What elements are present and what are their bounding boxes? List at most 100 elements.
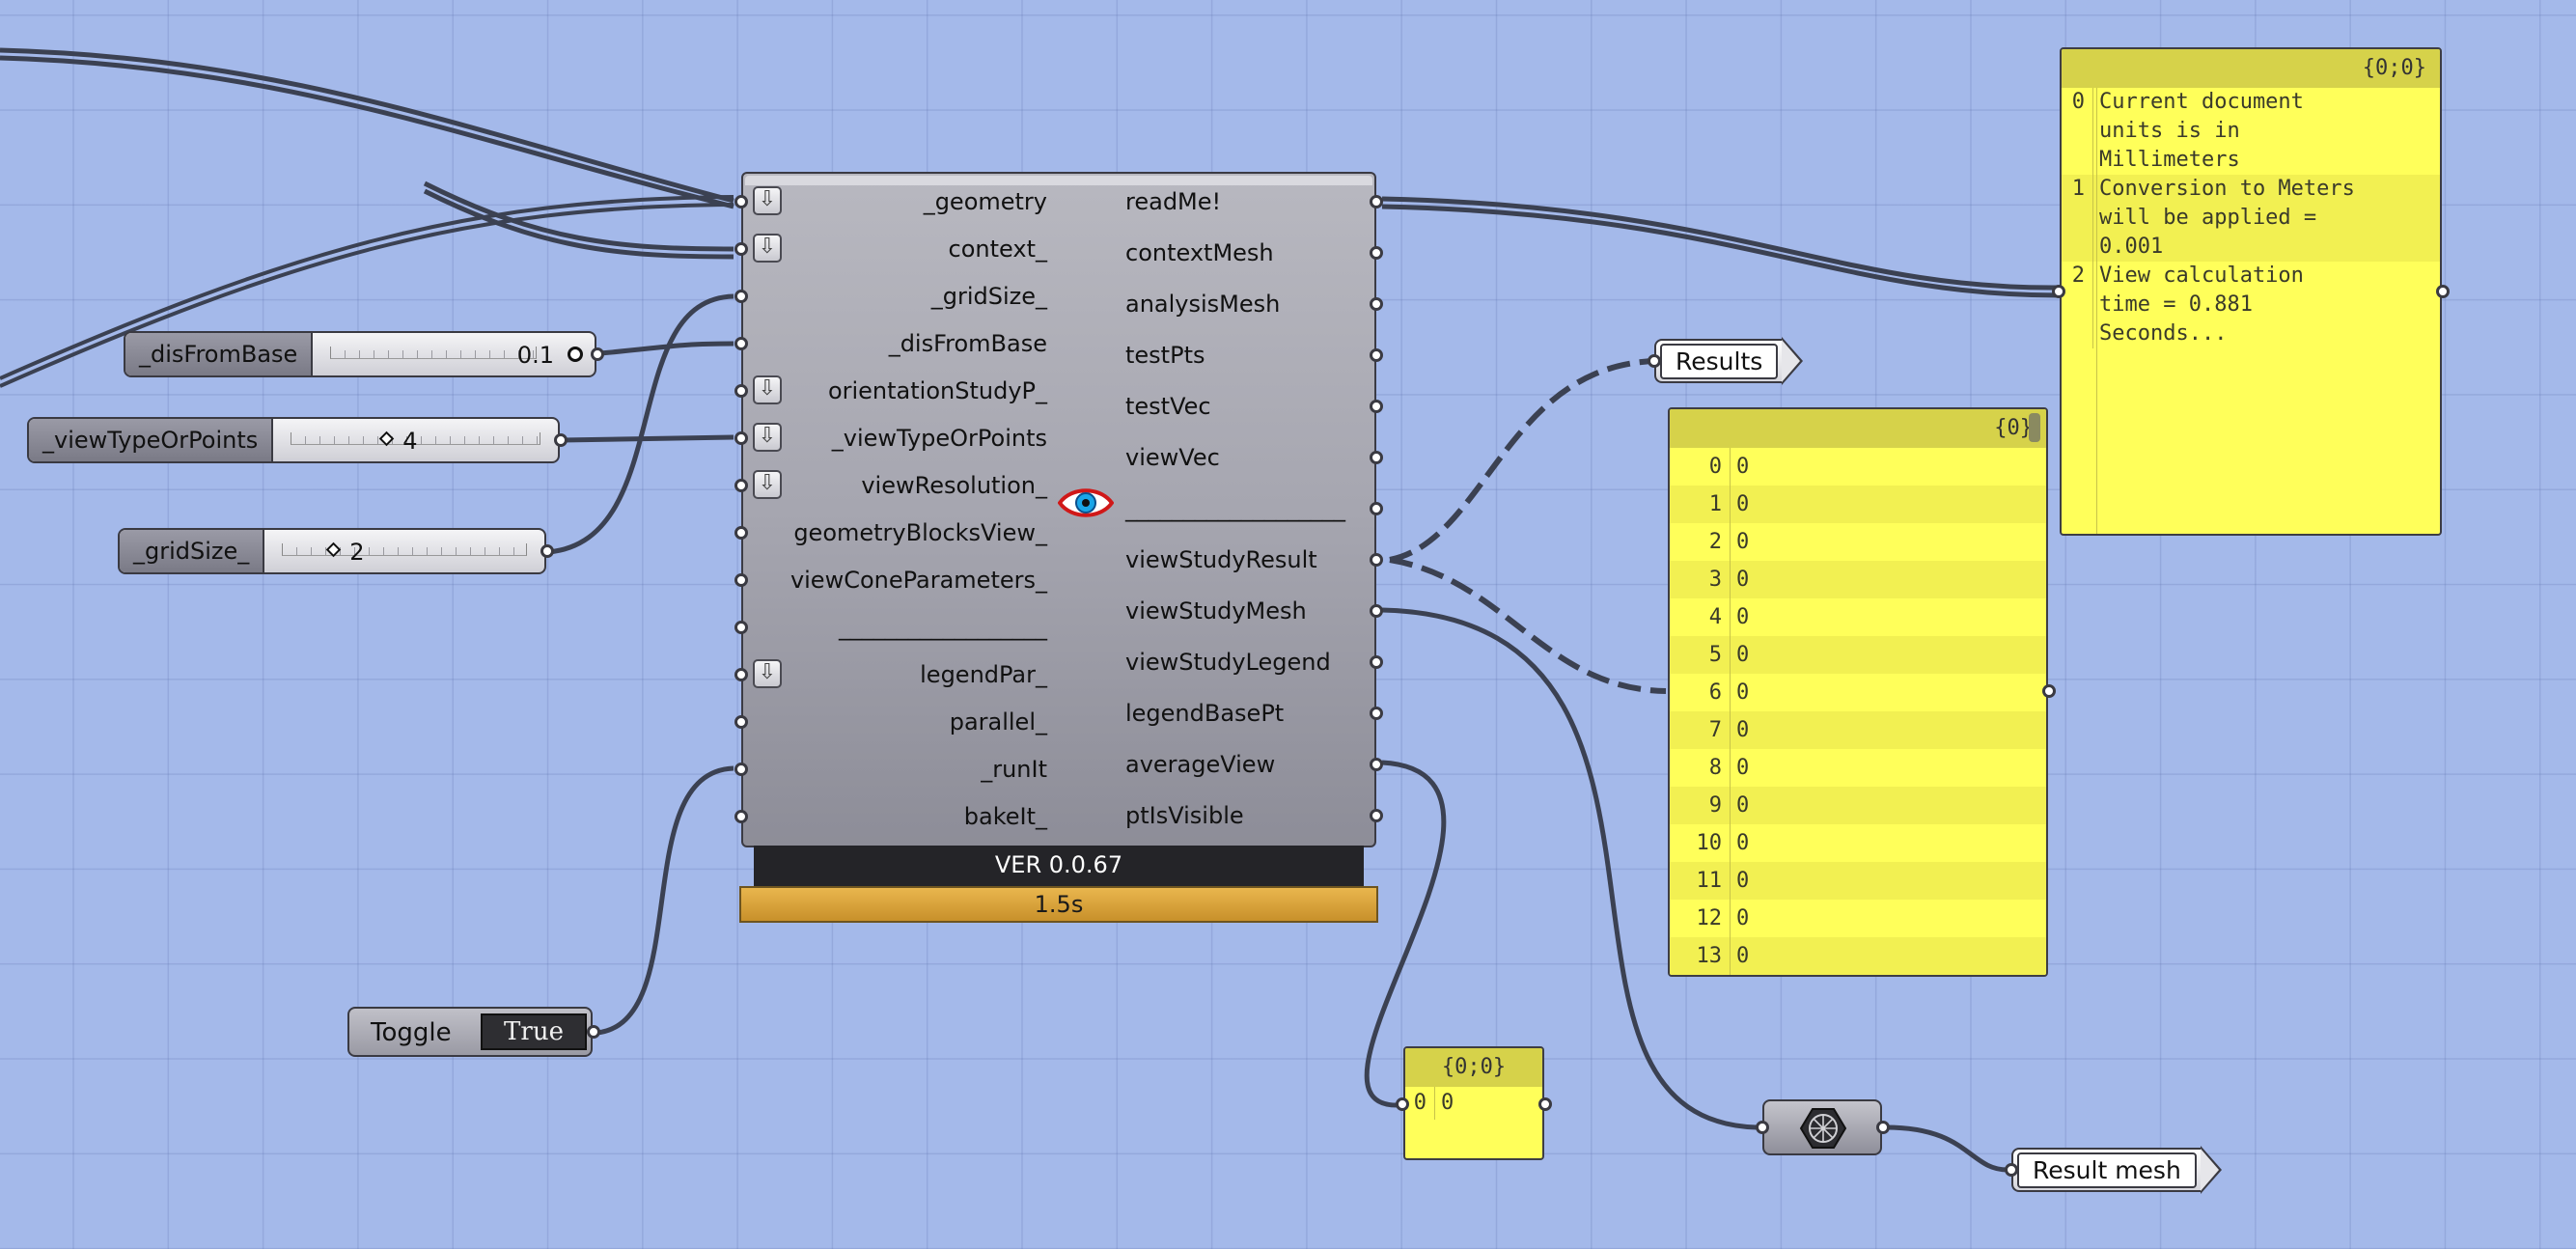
output-grip[interactable] — [1370, 707, 1383, 720]
output-viewstudymesh[interactable]: viewStudyMesh — [1125, 597, 1307, 624]
output-grip[interactable] — [1370, 297, 1383, 311]
output-readme[interactable]: readMe! — [1125, 188, 1222, 215]
view-analysis-component[interactable]: _geometry context_ _gridSize_ _disFromBa… — [734, 172, 1383, 847]
row-text: Millimeters — [2099, 148, 2240, 172]
input-context[interactable]: context_ — [948, 236, 1047, 263]
slider-gridsize[interactable]: _gridSize_ 2 — [118, 528, 546, 574]
output-ptisvisible[interactable]: ptIsVisible — [1125, 802, 1244, 829]
slider-output-grip[interactable] — [591, 347, 604, 361]
input-geometryblocksview[interactable]: geometryBlocksView_ — [793, 519, 1047, 546]
panel-scrollbar[interactable] — [2029, 413, 2040, 442]
input-grip[interactable] — [734, 810, 748, 823]
output-grip[interactable] — [1370, 246, 1383, 260]
output-grip[interactable] — [1370, 502, 1383, 515]
input-viewresolution[interactable]: viewResolution_ — [861, 472, 1047, 499]
slider-track[interactable]: 4 — [273, 419, 558, 461]
input-grip[interactable] — [734, 290, 748, 303]
panel-output-grip[interactable] — [2436, 285, 2450, 298]
input-geometry[interactable]: _geometry — [923, 188, 1047, 215]
row-index: 0 — [1670, 448, 1731, 486]
output-contextmesh[interactable]: contextMesh — [1125, 239, 1274, 266]
flatten-down-arrow-icon[interactable]: ⇩ — [753, 186, 782, 215]
relay-input-grip[interactable] — [1648, 354, 1661, 368]
panel-output-grip[interactable] — [2042, 684, 2056, 698]
toggle-output-grip[interactable] — [587, 1025, 600, 1039]
output-grip[interactable] — [1370, 400, 1383, 413]
output-testpts[interactable]: testPts — [1125, 342, 1205, 369]
input-grip[interactable] — [734, 337, 748, 350]
input-viewtypeorpoints[interactable]: _viewTypeOrPoints — [831, 425, 1047, 452]
panel-output-grip[interactable] — [1538, 1097, 1552, 1111]
input-grip[interactable] — [734, 384, 748, 398]
slider-disfrombase[interactable]: _disFromBase 0.1 — [124, 331, 596, 377]
flatten-down-arrow-icon[interactable]: ⇩ — [753, 470, 782, 499]
output-grip[interactable] — [1370, 758, 1383, 771]
output-analysismesh[interactable]: analysisMesh — [1125, 291, 1281, 318]
output-legendbasept[interactable]: legendBasePt — [1125, 700, 1285, 727]
mesh-output-grip[interactable] — [1876, 1121, 1890, 1134]
output-viewstudyresult[interactable]: viewStudyResult — [1125, 546, 1317, 573]
input-grip[interactable] — [734, 621, 748, 634]
panel-row: 1 Conversion to Meters will be applied =… — [2062, 175, 2440, 262]
runtime-bar: 1.5s — [739, 886, 1378, 923]
input-gridsize[interactable]: _gridSize_ — [930, 283, 1047, 310]
input-bakeit[interactable]: bakeIt_ — [963, 803, 1047, 830]
input-legendpar[interactable]: legendPar_ — [920, 661, 1047, 688]
output-grip[interactable] — [1370, 809, 1383, 822]
slider-output-grip[interactable] — [540, 544, 554, 558]
flatten-down-arrow-icon[interactable]: ⇩ — [753, 423, 782, 452]
row-index: 8 — [1670, 749, 1731, 787]
output-grip[interactable] — [1370, 553, 1383, 567]
input-runit[interactable]: _runIt — [981, 756, 1047, 783]
output-viewstudylegend[interactable]: viewStudyLegend — [1125, 649, 1331, 676]
input-grip[interactable] — [734, 195, 748, 208]
mesh-input-grip[interactable] — [1756, 1121, 1769, 1134]
output-viewvec[interactable]: viewVec — [1125, 444, 1220, 471]
input-orientationstudy[interactable]: orientationStudyP_ — [827, 377, 1047, 404]
output-grip[interactable] — [1370, 451, 1383, 464]
relay-input-grip[interactable] — [2005, 1163, 2018, 1177]
panel-input-grip[interactable] — [2052, 285, 2065, 298]
mesh-preview-component[interactable] — [1762, 1099, 1882, 1155]
input-grip[interactable] — [734, 763, 748, 776]
panel-input-grip[interactable] — [1396, 1097, 1409, 1111]
output-averageview[interactable]: averageView — [1125, 751, 1276, 778]
slider-track[interactable]: 2 — [264, 530, 544, 572]
output-grip[interactable] — [1370, 655, 1383, 669]
input-parallel[interactable]: parallel_ — [949, 708, 1047, 736]
input-grip[interactable] — [734, 715, 748, 729]
flatten-down-arrow-icon[interactable]: ⇩ — [753, 375, 782, 404]
result-mesh-relay[interactable]: Result mesh — [2011, 1146, 2222, 1194]
input-grip[interactable] — [734, 479, 748, 492]
slider-output-grip[interactable] — [554, 433, 568, 447]
slider-viewtypeorpoints[interactable]: _viewTypeOrPoints 4 — [27, 417, 560, 463]
boolean-toggle[interactable]: Toggle True — [347, 1007, 593, 1057]
output-grip[interactable] — [1370, 348, 1383, 362]
input-grip[interactable] — [734, 573, 748, 587]
flatten-down-arrow-icon[interactable]: ⇩ — [753, 234, 782, 263]
input-viewconeparameters[interactable]: viewConeParameters_ — [789, 567, 1047, 594]
row-index: 12 — [1670, 900, 1731, 937]
toggle-value[interactable]: True — [481, 1013, 587, 1050]
input-disfrombase[interactable]: _disFromBase — [888, 330, 1047, 357]
slider-knob[interactable] — [568, 347, 583, 362]
output-grip[interactable] — [1370, 604, 1383, 618]
row-index: 0 — [1405, 1087, 1435, 1120]
input-grip[interactable] — [734, 668, 748, 681]
wire-results-label — [1389, 358, 1657, 563]
output-grip[interactable] — [1370, 195, 1383, 208]
readme-panel[interactable]: {0;0} 0 Current document units is in Mil… — [2060, 47, 2442, 536]
slider-track[interactable]: 0.1 — [313, 333, 595, 375]
average-view-panel[interactable]: {0;0} 0 0 — [1403, 1046, 1544, 1160]
input-grip[interactable] — [734, 431, 748, 445]
input-grip[interactable] — [734, 526, 748, 540]
flatten-down-arrow-icon[interactable]: ⇩ — [753, 659, 782, 688]
input-grip[interactable] — [734, 242, 748, 256]
row-value: 0 — [1736, 530, 1750, 554]
wire-disfrombase — [599, 341, 734, 356]
results-relay[interactable]: Results — [1654, 337, 1804, 385]
output-testvec[interactable]: testVec — [1125, 393, 1211, 420]
slider-rail — [291, 432, 540, 445]
